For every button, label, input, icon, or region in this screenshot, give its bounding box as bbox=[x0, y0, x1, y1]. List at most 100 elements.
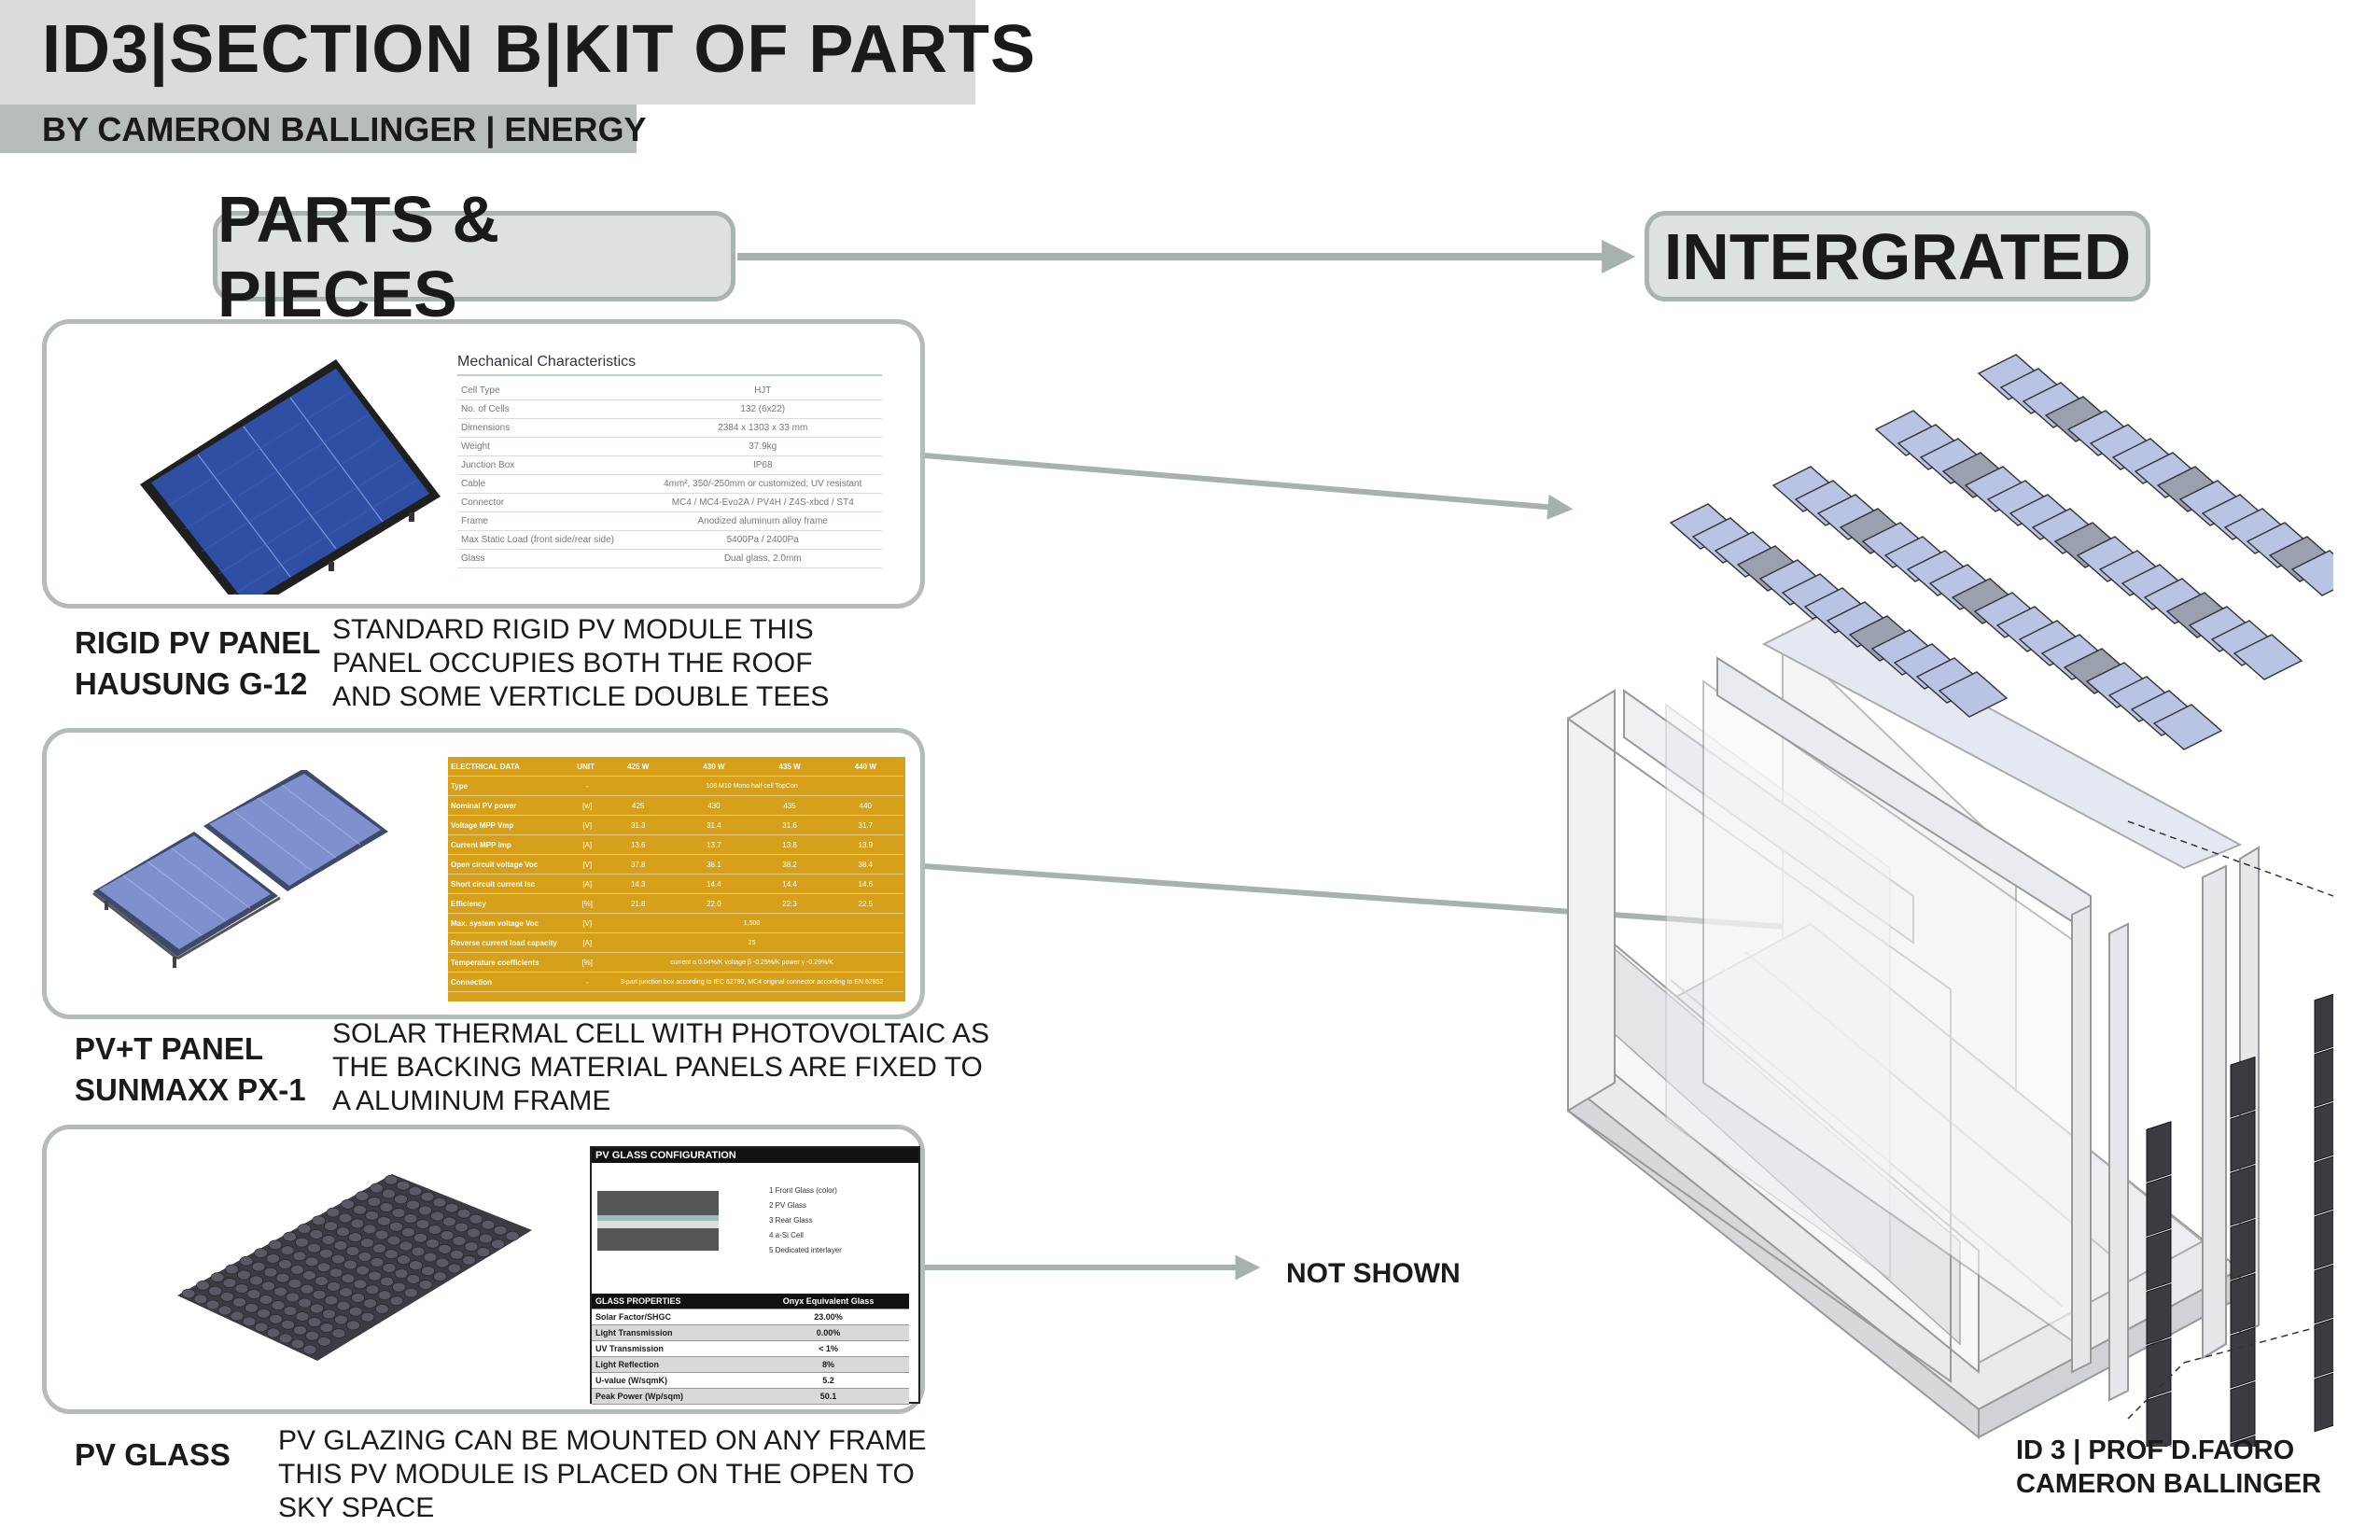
pv-glass-tile bbox=[321, 1235, 336, 1245]
electrical-header-cell: 435 W bbox=[751, 757, 828, 777]
glass-property-label: Peak Power (Wp/sqm) bbox=[592, 1388, 749, 1405]
pv-glass-tile bbox=[403, 1213, 418, 1224]
pv-glass-tile bbox=[438, 1244, 452, 1254]
vertical-pv-strip bbox=[2146, 1121, 2172, 1183]
pv-glass-tile bbox=[334, 1314, 348, 1325]
pv-glass-tile bbox=[370, 1183, 384, 1194]
vertical-pv-strip bbox=[2314, 1316, 2333, 1379]
pv-glass-tile bbox=[415, 1219, 430, 1229]
mechanical-value: 4mm², 350/-250mm or customized; UV resis… bbox=[643, 474, 882, 494]
integrated-heading: INTERGRATED bbox=[1645, 211, 2150, 301]
electrical-cell: current α 0.04%/K voltage β -0.25%/K pow… bbox=[600, 952, 903, 973]
pv-glass-tile bbox=[217, 1305, 232, 1316]
pv-glass-tile bbox=[312, 1215, 326, 1226]
glass-property-value: 8% bbox=[748, 1356, 909, 1373]
pv-glass-tile bbox=[432, 1197, 447, 1208]
description-line: THE BACKING MATERIAL PANELS ARE FIXED TO bbox=[332, 1052, 983, 1083]
pv-glass-tile bbox=[324, 1221, 338, 1232]
pv-glass-tile bbox=[379, 1202, 394, 1212]
layer-label: 2 PV Glass bbox=[769, 1201, 807, 1210]
electrical-cell: Nominal PV power bbox=[448, 795, 575, 816]
electrical-cell: 38.4 bbox=[827, 854, 903, 875]
pv-glass-tile bbox=[251, 1261, 266, 1272]
description-line: PV GLAZING CAN BE MOUNTED ON ANY FRAME bbox=[278, 1425, 927, 1456]
pv-glass-tile bbox=[455, 1222, 469, 1233]
electrical-cell: 25 bbox=[600, 932, 903, 953]
pv-glass-tile bbox=[312, 1289, 327, 1300]
pv-glass-tile bbox=[389, 1295, 404, 1307]
pv-glass-tile bbox=[273, 1286, 287, 1297]
pv-glass-tile bbox=[481, 1219, 496, 1230]
pv-glass-tile bbox=[307, 1317, 322, 1327]
pv-glass-tile bbox=[442, 1216, 456, 1227]
electrical-row: Temperature coefficients[%]current α 0.0… bbox=[448, 952, 903, 973]
pv-glass-description: PV GLAZING CAN BE MOUNTED ON ANY FRAME T… bbox=[278, 1424, 927, 1525]
pv-glass-tile bbox=[261, 1281, 275, 1292]
pv-glass-tile bbox=[365, 1210, 379, 1221]
glass-properties-header-cell: GLASS PROPERTIES bbox=[592, 1294, 749, 1309]
pv-glass-tile bbox=[242, 1316, 257, 1327]
pv-glass-tile bbox=[331, 1328, 346, 1338]
roof-pv-module bbox=[1938, 671, 2009, 718]
pv-glass-tile bbox=[370, 1257, 385, 1267]
description-line: THIS PV MODULE IS PLACED ON THE OPEN TO bbox=[278, 1459, 915, 1490]
electrical-cell: Max. system voltage Voc bbox=[448, 913, 575, 933]
pv-glass-tile bbox=[382, 1263, 397, 1273]
pv-glass-tile bbox=[426, 1239, 440, 1249]
electrical-cell: 440 bbox=[827, 795, 903, 816]
pv-glass-tile bbox=[317, 1337, 331, 1347]
pv-glass-tile bbox=[275, 1272, 290, 1283]
pv-glass-tile bbox=[336, 1300, 351, 1311]
pv-glass-tile bbox=[456, 1208, 471, 1219]
electrical-cell: Temperature coefficients bbox=[448, 952, 575, 973]
electrical-header-cell: UNIT bbox=[574, 757, 601, 777]
pv-glass-tile bbox=[411, 1246, 426, 1257]
part-name-line: SUNMAXX PX-1 bbox=[75, 1072, 306, 1107]
electrical-header-cell: 430 W bbox=[676, 757, 752, 777]
pv-glass-tile bbox=[427, 1225, 442, 1235]
vertical-pv-strip bbox=[2146, 1229, 2172, 1291]
pv-glass-tile bbox=[307, 1242, 321, 1253]
pv-glass-layer-list: 1 Front Glass (color) 2 PV Glass 3 Rear … bbox=[769, 1183, 842, 1258]
rigid-pv-panel-image bbox=[140, 359, 441, 595]
pv-glass-tile bbox=[257, 1309, 271, 1319]
mechanical-label: Glass bbox=[457, 549, 644, 568]
pv-glass-tile bbox=[362, 1224, 377, 1235]
mechanical-value: 132 (6x22) bbox=[643, 399, 882, 419]
pv-glass-tile bbox=[309, 1229, 324, 1239]
pv-glass-sheet: PV GLASS CONFIGURATION 1 Front Glass (co… bbox=[590, 1146, 920, 1405]
pv-glass-tile bbox=[245, 1303, 259, 1313]
electrical-cell: - bbox=[574, 776, 601, 796]
description-line: STANDARD RIGID PV MODULE THIS bbox=[332, 614, 814, 645]
electrical-cell: 108 M10 Mono half cell TopCon bbox=[600, 776, 903, 796]
mechanical-value: Dual glass, 2.0mm bbox=[643, 549, 882, 568]
rigid-pv-caption: RIGID PV PANEL HAUSUNG G-12 bbox=[75, 623, 320, 705]
pv-glass-tile bbox=[278, 1259, 292, 1269]
pv-glass-config-title: PV GLASS CONFIGURATION bbox=[592, 1148, 918, 1163]
pv-glass-tile bbox=[254, 1322, 269, 1333]
mechanical-label: Cell Type bbox=[457, 382, 644, 400]
electrical-cell: 22.5 bbox=[827, 893, 903, 914]
pv-glass-tile bbox=[331, 1253, 345, 1265]
pv-glass-tile bbox=[409, 1260, 423, 1270]
title-bar bbox=[0, 0, 975, 105]
layer-rear-glass bbox=[597, 1228, 719, 1251]
electrical-cell: 21.8 bbox=[600, 893, 677, 914]
electrical-row: Connection-3-part junction box according… bbox=[448, 972, 903, 992]
electrical-cell: [V] bbox=[574, 854, 601, 875]
pv-glass-tile bbox=[249, 1275, 263, 1286]
pv-glass-tile bbox=[269, 1314, 283, 1324]
pv-glass-tile bbox=[300, 1283, 315, 1295]
glass-property-value: < 1% bbox=[748, 1340, 909, 1357]
